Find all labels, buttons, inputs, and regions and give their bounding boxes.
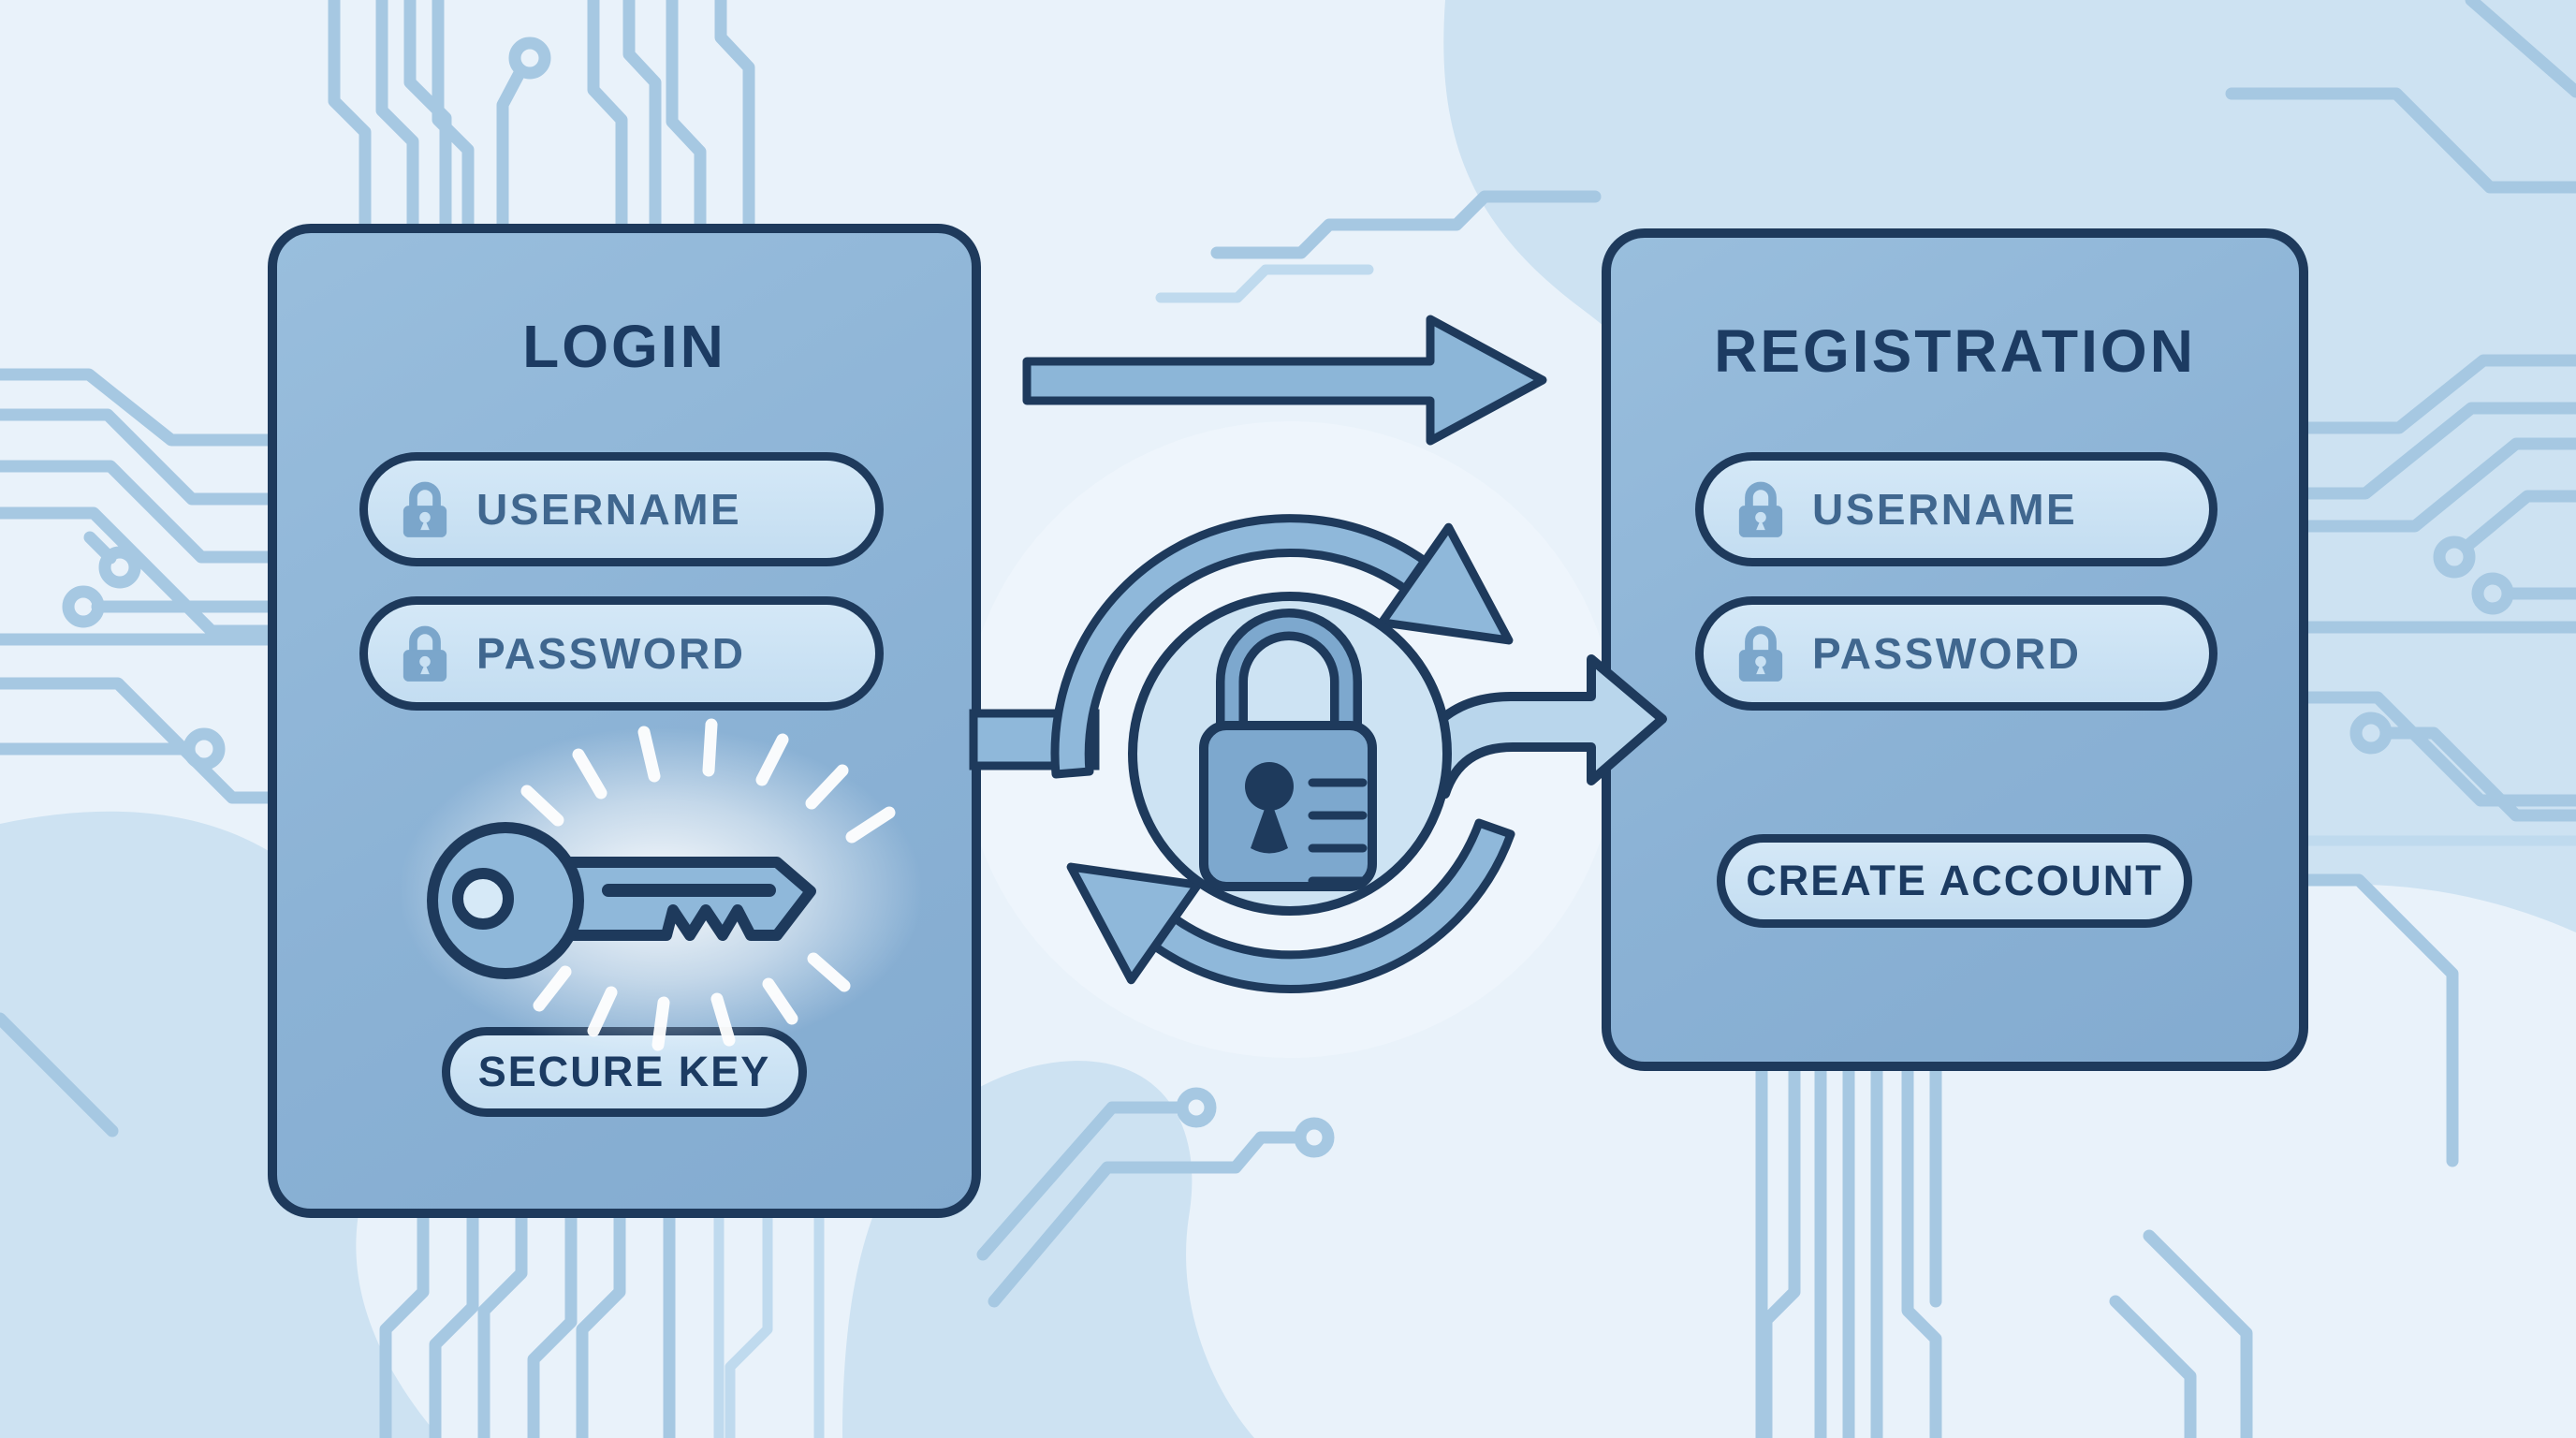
button-label: CREATE ACCOUNT (1746, 857, 2163, 904)
registration-title: REGISTRATION (1714, 317, 2196, 385)
login-title: LOGIN (522, 313, 726, 380)
field-label: PASSWORD (1812, 629, 2082, 678)
field-label: PASSWORD (476, 629, 746, 678)
password-field[interactable]: PASSWORD (1695, 596, 2217, 711)
lock-icon (1738, 481, 1783, 537)
lock-icon (1738, 625, 1783, 682)
field-label: USERNAME (476, 485, 742, 534)
login-panel: LOGIN USERNAME PASSWORD SECURE KEY (268, 224, 981, 1218)
registration-panel: REGISTRATION USERNAME PASSWORD CREATE AC… (1602, 228, 2308, 1071)
secure-key-button[interactable]: SECURE KEY (442, 1027, 807, 1117)
password-field[interactable]: PASSWORD (359, 596, 884, 711)
button-label: SECURE KEY (477, 1048, 771, 1095)
username-field[interactable]: USERNAME (359, 452, 884, 566)
username-field[interactable]: USERNAME (1695, 452, 2217, 566)
lock-icon (402, 481, 447, 537)
field-label: USERNAME (1812, 485, 2078, 534)
lock-icon (402, 625, 447, 682)
create-account-button[interactable]: CREATE ACCOUNT (1717, 834, 2192, 928)
